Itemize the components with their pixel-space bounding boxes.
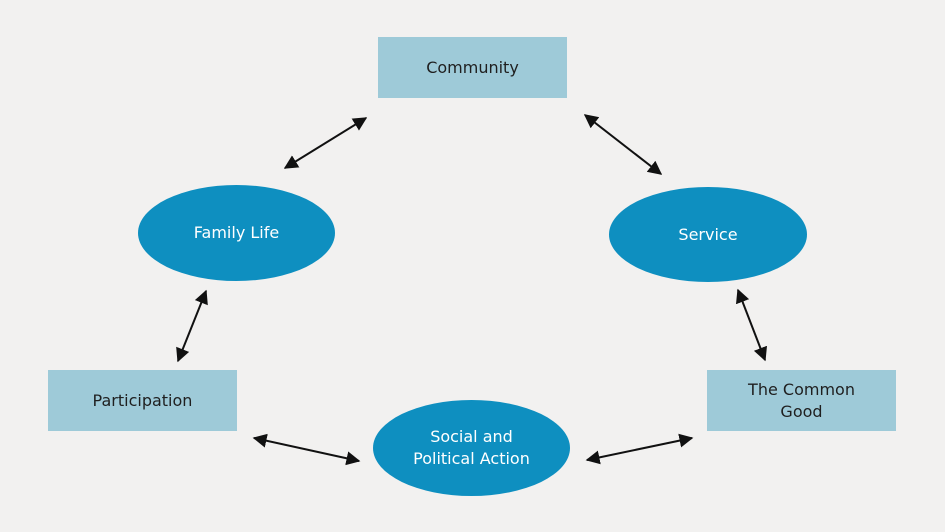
family-life-label: Family Life — [193, 223, 280, 242]
service-node: Service — [609, 187, 807, 282]
participation-label: Participation — [92, 390, 193, 410]
social-political-action-label: Social and Political Action — [413, 427, 530, 468]
arrow-social-action-common-good — [585, 433, 694, 465]
arrow-community-service — [583, 114, 663, 175]
common-good-label: The Common Good — [748, 379, 855, 421]
arrow-family-life-participation — [176, 289, 208, 363]
service-label: Service — [678, 224, 738, 244]
community-label: Community — [426, 57, 519, 77]
common-good-node: The Common Good — [707, 370, 896, 431]
participation-node: Participation — [48, 370, 237, 431]
arrow-community-family-life — [283, 117, 368, 169]
community-node: Community — [378, 37, 567, 98]
family-life-node: Family Life — [138, 185, 335, 281]
arrow-service-common-good — [736, 288, 767, 362]
arrow-participation-social-action — [252, 433, 361, 466]
social-political-action-node: Social and Political Action — [373, 400, 570, 496]
